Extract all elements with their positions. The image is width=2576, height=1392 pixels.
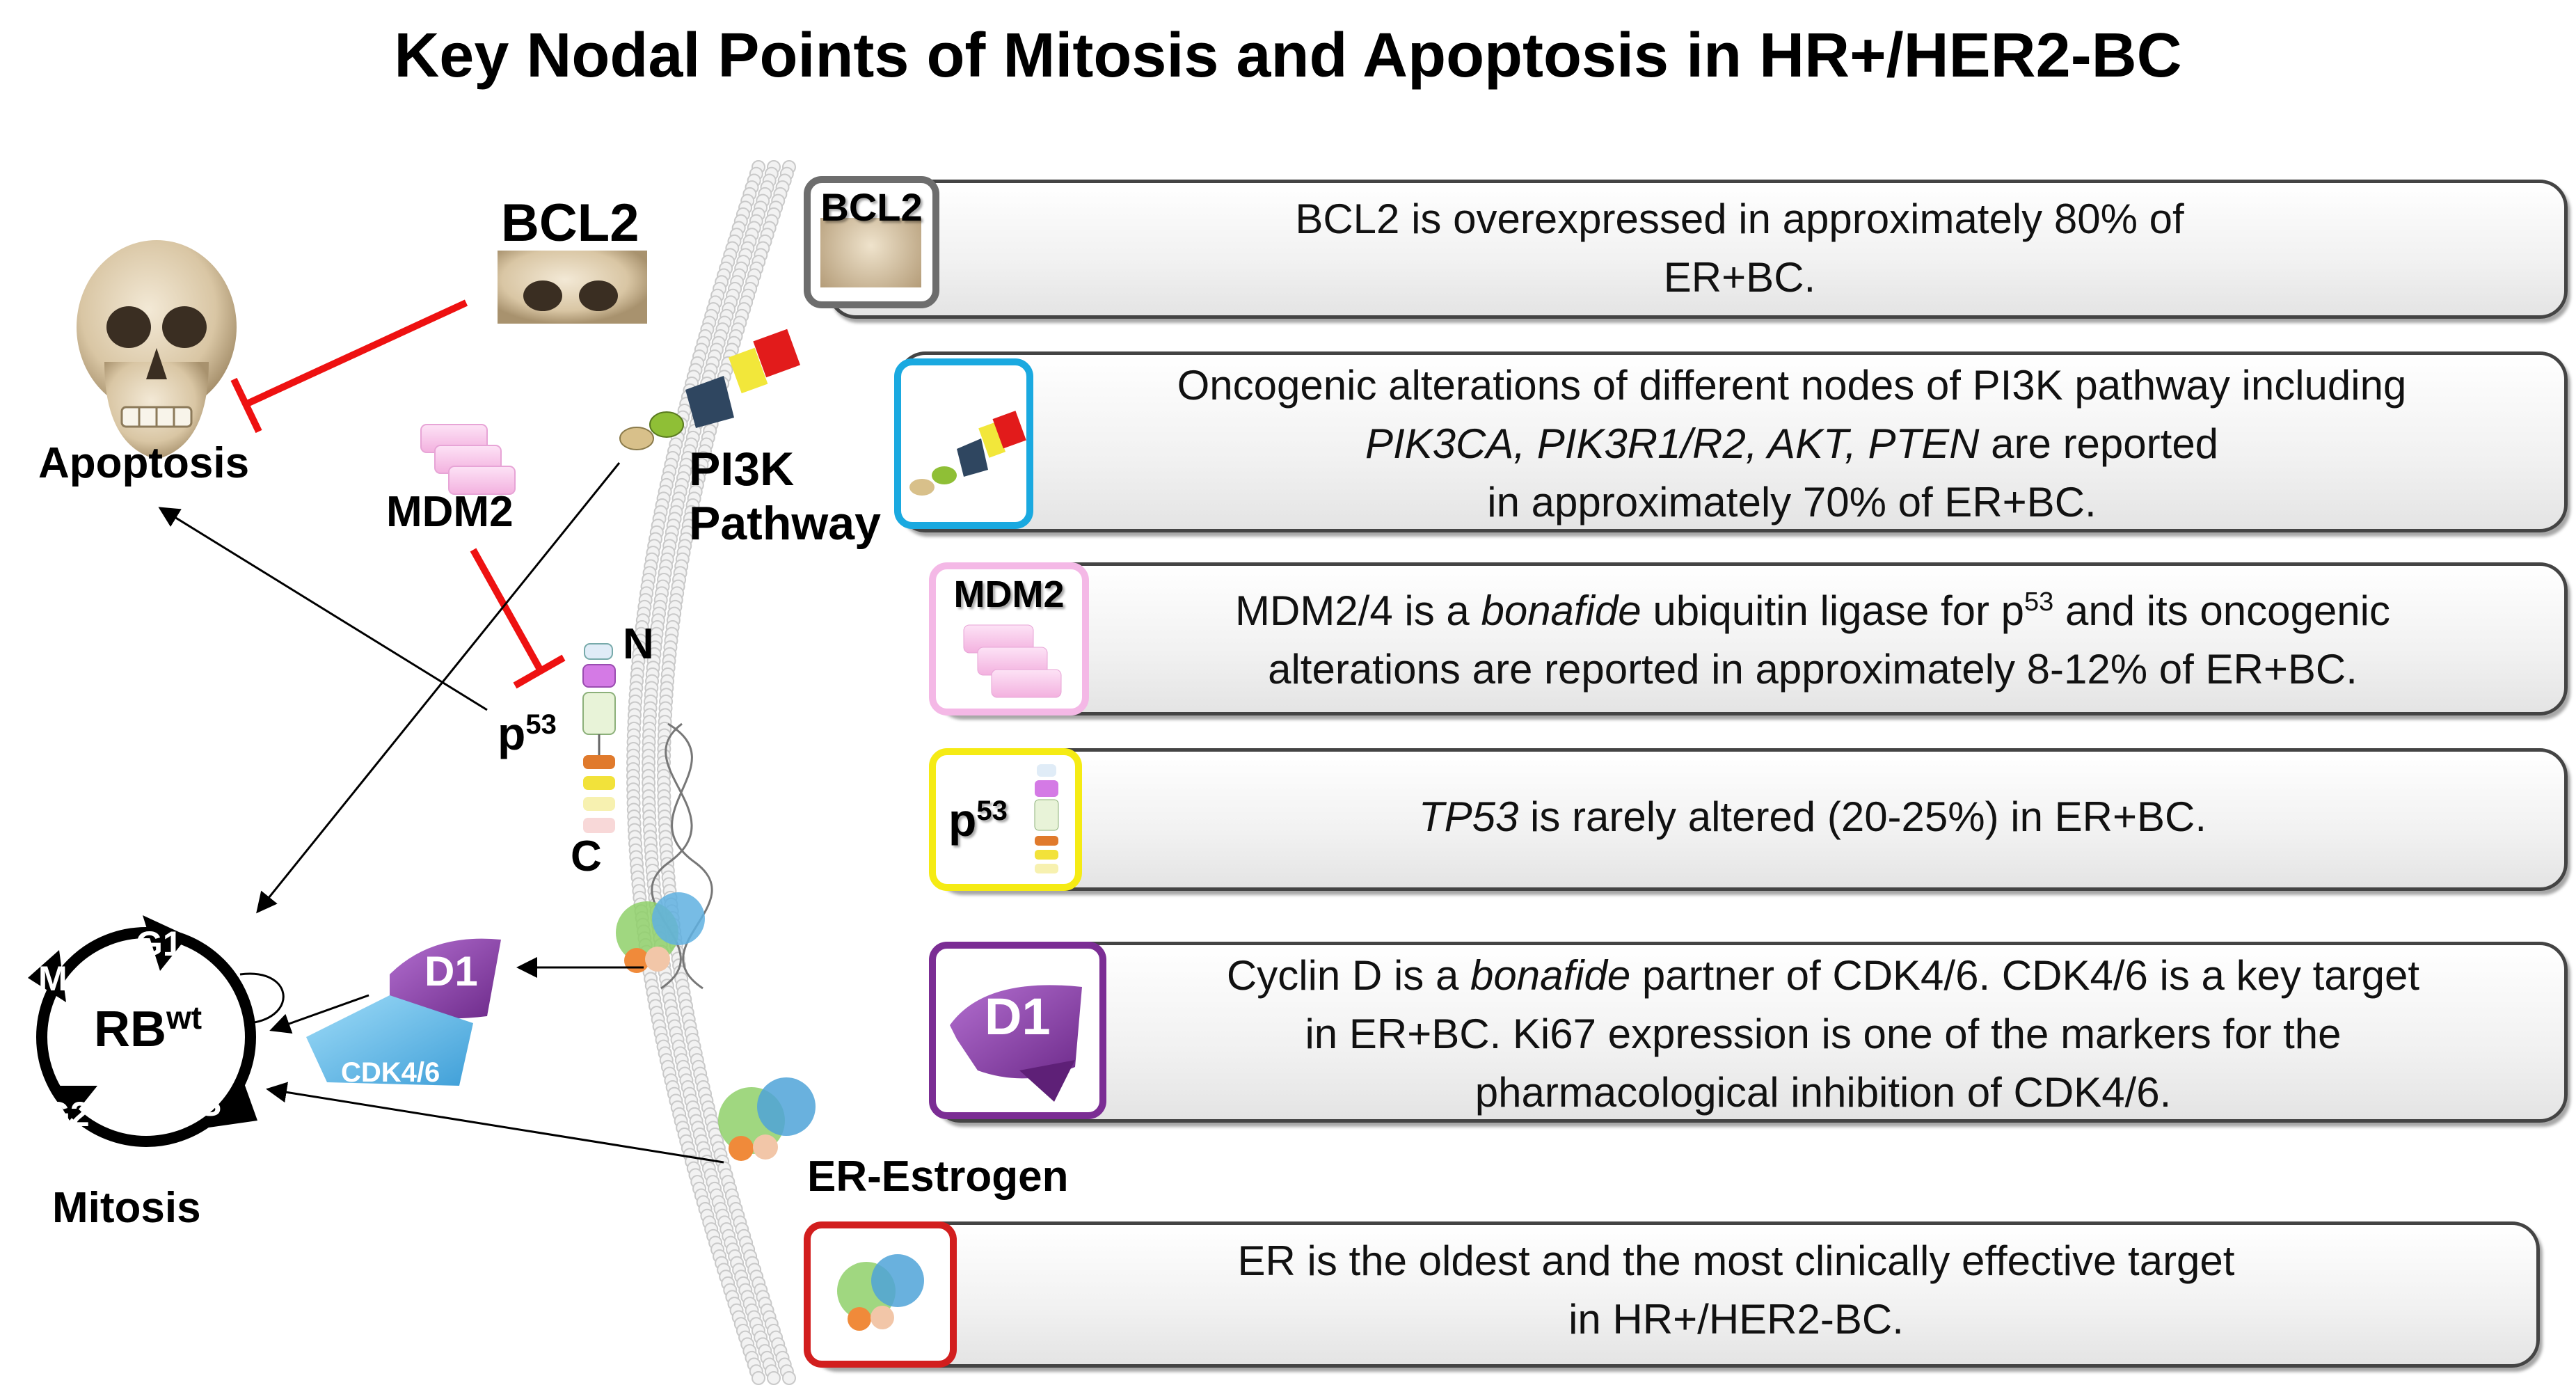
mdm2-stack-icon [963, 624, 1062, 698]
g1-phase-label: G1 [136, 924, 182, 963]
d1-label: D1 [424, 948, 478, 995]
pi3k-icon-box [894, 358, 1033, 529]
p53-label: p53 [498, 708, 557, 759]
er-icon-box [804, 1221, 957, 1368]
pi3k-panel-text: Oncogenic alterations of different nodes… [1177, 362, 2407, 525]
d1-panel-text: Cyclin D is a bonafide partner of CDK4/6… [1226, 952, 2420, 1116]
pi3k-pathway-icon [619, 329, 801, 450]
cyclin-d1-icon [950, 985, 1082, 1102]
mdm2-icon-label: MDM2 [953, 574, 1065, 615]
bcl2-inhibits-apoptosis [230, 299, 468, 434]
bcl2-icon-label: BCL2 [820, 185, 923, 229]
membrane-bead [752, 1371, 765, 1385]
page-title: Key Nodal Points of Mitosis and Apoptosi… [394, 21, 2182, 90]
d1-icon-label: D1 [985, 988, 1051, 1045]
membrane-bead [767, 1371, 781, 1385]
er-panel-text: ER is the oldest and the most clinically… [1237, 1237, 2235, 1343]
er-protein-icon-upper [616, 892, 705, 973]
mdm2-info-panel: MDM2 MDM2/4 is a bonafide ubiquitin liga… [929, 562, 2568, 715]
rb-label: RBwt [94, 999, 202, 1057]
mdm2-icon-box: MDM2 [929, 562, 1089, 715]
mdm2-panel-text: MDM2/4 is a bonafide ubiquitin ligase fo… [1235, 587, 2390, 693]
mdm2-label: MDM2 [386, 488, 514, 536]
m-phase-label: M [38, 959, 67, 998]
pi3k-info-panel: Oncogenic alterations of different nodes… [894, 351, 2568, 532]
cdk46-icon [306, 995, 473, 1086]
mdm2-inhibits-p53 [470, 548, 566, 689]
cyclin-d1-info-panel: D1 Cyclin D is a bonafide partner of CDK… [929, 942, 2568, 1123]
bcl2-panel-text: BCL2 is overexpressed in approximately 8… [1295, 196, 2184, 301]
p53-panel-text: TP53 is rarely altered (20-25%) in ER+BC… [1418, 793, 2207, 840]
er-protein-icon [837, 1254, 924, 1331]
er-info-panel: ER is the oldest and the most clinically… [804, 1221, 2540, 1368]
bcl2-icon-box: BCL2 [804, 176, 939, 308]
c-terminus-label: C [571, 832, 602, 880]
bcl2-info-panel: BCL2 BCL2 is overexpressed in approximat… [804, 176, 2568, 319]
pathway-arrows [158, 462, 724, 1164]
bcl2-skull-icon [498, 251, 647, 324]
skull-icon [77, 240, 237, 459]
n-terminus-label: N [623, 620, 654, 668]
s-phase-label: S [198, 1084, 222, 1123]
g2-phase-label: G2 [43, 1095, 90, 1134]
apoptosis-label: Apoptosis [38, 439, 250, 487]
er-estrogen-label: ER-Estrogen [807, 1153, 1069, 1201]
mitosis-label: Mitosis [52, 1184, 201, 1232]
p53-info-panel: p53 TP53 is rarely altered (20-25%) in E… [929, 748, 2568, 891]
cdk46-label: CDK4/6 [341, 1057, 440, 1088]
skull-icon [820, 218, 921, 287]
membrane-bead [782, 1371, 796, 1385]
d1-icon-box: D1 [929, 942, 1106, 1119]
p53-icon-label: p53 [948, 794, 1008, 846]
mdm2-stack-icon [420, 424, 516, 495]
cyclin-d1-icon [390, 938, 501, 1019]
p53-protein-icon [582, 643, 616, 833]
p53-icon-box: p53 [929, 748, 1082, 891]
er-protein-icon-lower [718, 1077, 816, 1161]
bcl2-label: BCL2 [501, 193, 639, 253]
pi3k-pathway-icon [909, 411, 1026, 496]
dna-icon [651, 722, 713, 990]
cell-cycle-icon [28, 915, 285, 1147]
p53-protein-icon [1034, 764, 1059, 873]
